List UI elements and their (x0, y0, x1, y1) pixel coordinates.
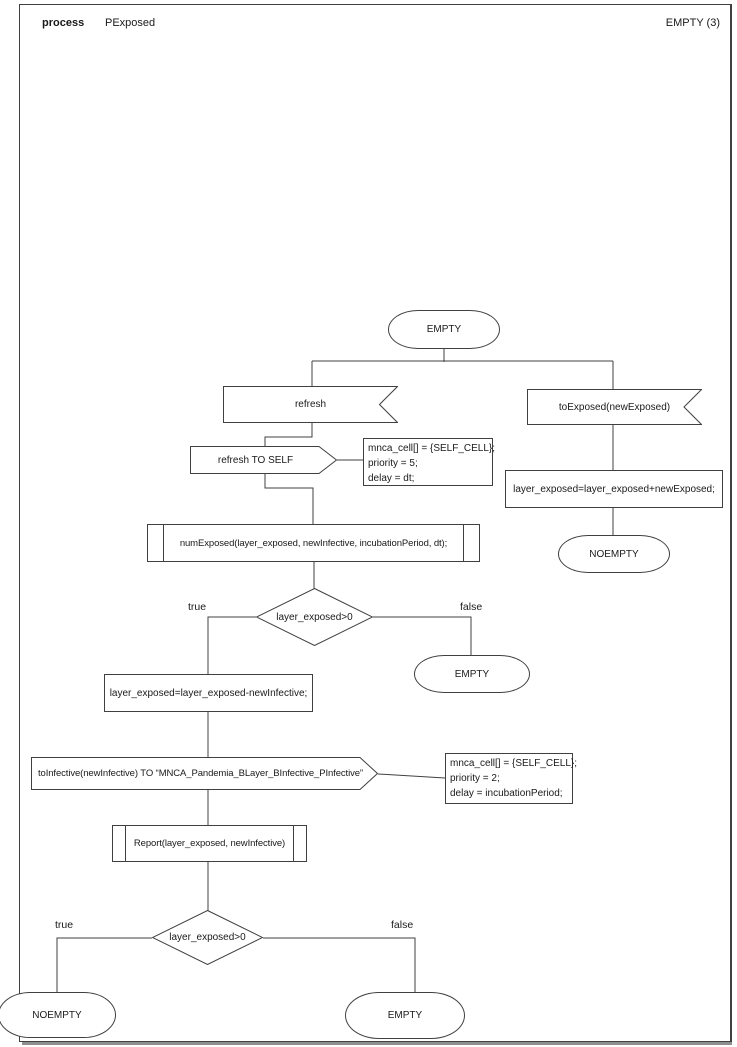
state-noempty-bottom: NOEMPTY (0, 992, 116, 1038)
header-state-indicator: EMPTY (3) (665, 17, 720, 29)
wire-decision2-false (263, 937, 416, 993)
input-signal-label: refresh (294, 399, 327, 410)
branch-label-true: true (55, 919, 74, 931)
annotation-line: priority = 2; (450, 773, 500, 784)
decision-layer-exposed-top: layer_exposed>0 (256, 588, 373, 646)
state-label: NOEMPTY (589, 548, 639, 560)
state-label: EMPTY (426, 324, 462, 335)
frame-shadow (22, 1042, 732, 1045)
branch-label-false: false (460, 601, 483, 613)
annotation-refresh-self: mnca_cell[] = {SELF_CELL}; priority = 5;… (363, 438, 496, 486)
task-label: layer_exposed=layer_exposed-newInfective… (109, 687, 308, 699)
wire-toinfective-to-note2 (377, 773, 446, 779)
annotation-line: mnca_cell[] = {SELF_CELL}; (450, 758, 578, 769)
annotation-line: delay = incubationPeriod; (450, 788, 563, 799)
task-subtract-infective: layer_exposed=layer_exposed-newInfective… (104, 674, 313, 712)
output-signal-shape-icon (31, 757, 378, 790)
input-signal-label: toExposed(newExposed) (558, 401, 671, 413)
decision-diamond-icon (152, 910, 263, 965)
wire-decision1-true (207, 616, 256, 675)
procedure-label: numExposed(layer_exposed, newInfective, … (179, 537, 448, 549)
output-signal-toinfective: toInfective(newInfective) TO “MNCA_Pande… (31, 757, 378, 790)
wire-refresh-to-output (264, 423, 313, 447)
decision-label: layer_exposed>0 (276, 611, 353, 623)
output-signal-label: refresh TO SELF (217, 454, 294, 466)
process-kind-label: process (42, 17, 85, 29)
state-label: EMPTY (454, 668, 490, 680)
wire-decision2-true (56, 937, 152, 993)
procedure-report: Report(layer_exposed, newInfective) (112, 825, 307, 862)
state-label: EMPTY (387, 1010, 423, 1021)
state-empty-bottom: EMPTY (345, 992, 465, 1039)
input-signal-shape-icon (223, 386, 398, 423)
annotation-line: mnca_cell[] = {SELF_CELL}; (368, 443, 496, 454)
annotation-line: delay = dt; (368, 473, 415, 484)
decision-label: layer_exposed>0 (169, 932, 246, 943)
wire-output-to-numexposed (264, 474, 314, 525)
output-signal-shape-icon (190, 446, 337, 474)
branch-label-false: false (391, 919, 414, 931)
input-signal-shape-icon (527, 389, 702, 425)
annotation-toinfective: mnca_cell[] = {SELF_CELL}; priority = 2;… (445, 753, 578, 804)
state-label: NOEMPTY (32, 1009, 82, 1021)
wire-decision1-false (373, 616, 472, 656)
input-signal-refresh: refresh (223, 386, 398, 423)
state-empty-start: EMPTY (388, 310, 500, 349)
output-signal-refresh-self: refresh TO SELF (190, 446, 337, 474)
state-noempty-right: NOEMPTY (558, 535, 670, 573)
process-name: PExposed (105, 17, 156, 29)
procedure-numexposed: numExposed(layer_exposed, newInfective, … (147, 524, 480, 562)
annotation-line: priority = 5; (368, 458, 418, 469)
branch-label-true: true (188, 601, 207, 613)
decision-layer-exposed-bottom: layer_exposed>0 (152, 910, 263, 965)
state-empty-mid: EMPTY (414, 655, 530, 693)
diagram-frame (19, 4, 732, 1042)
task-label: layer_exposed=layer_exposed+newExposed; (513, 483, 715, 495)
output-signal-label: toInfective(newInfective) TO “MNCA_Pande… (37, 768, 363, 779)
task-add-exposed: layer_exposed=layer_exposed+newExposed; (505, 470, 723, 508)
procedure-label: Report(layer_exposed, newInfective) (133, 838, 286, 849)
decision-diamond-icon (256, 588, 373, 646)
input-signal-toexposed: toExposed(newExposed) (527, 389, 702, 425)
